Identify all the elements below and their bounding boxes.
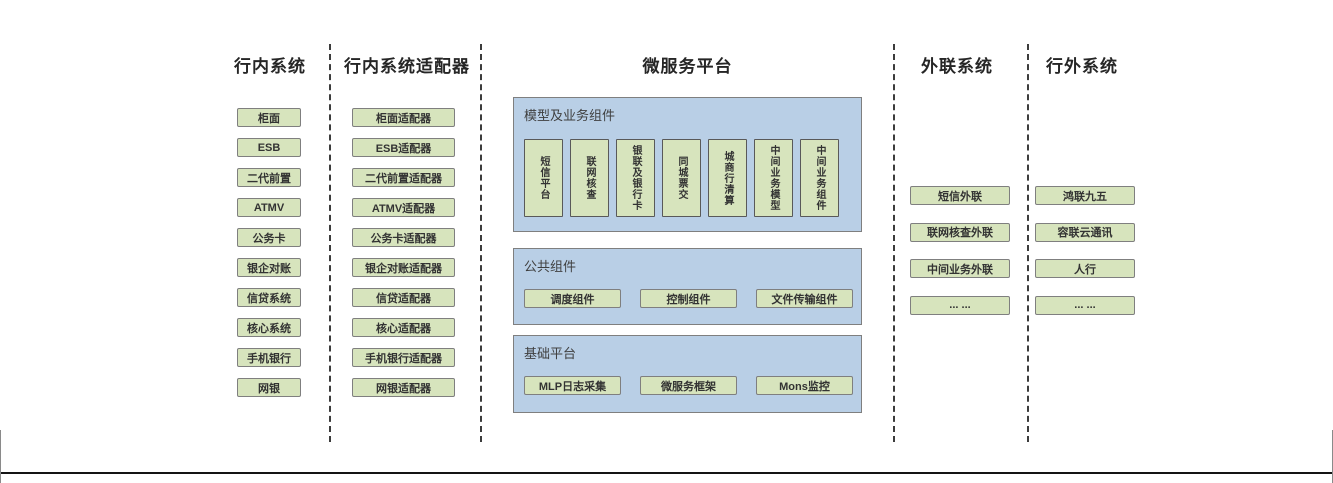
adapter-box: 核心适配器 xyxy=(352,318,455,337)
adapter-box: 网银适配器 xyxy=(352,378,455,397)
component-box: 城商行清算 xyxy=(708,139,747,217)
panel-common-components: 公共组件 调度组件控制组件文件传输组件 xyxy=(513,248,862,325)
component-box: 文件传输组件 xyxy=(756,289,853,308)
system-box: 银企对账 xyxy=(237,258,301,277)
system-box: 信贷系统 xyxy=(237,288,301,307)
system-box: 公务卡 xyxy=(237,228,301,247)
component-box: Mons监控 xyxy=(756,376,853,395)
adapter-box: 公务卡适配器 xyxy=(352,228,455,247)
system-box: ESB xyxy=(237,138,301,157)
external-system-list: 短信外联联网核查外联中间业务外联 ... ... xyxy=(910,186,1010,315)
system-box: 人行 xyxy=(1035,259,1135,278)
system-box: ATMV xyxy=(237,198,301,217)
column-title-inbank: 行内系统 xyxy=(234,57,306,76)
panel-title: 公共组件 xyxy=(524,259,577,274)
adapter-box: ATMV适配器 xyxy=(352,198,455,217)
system-box: 核心系统 xyxy=(237,318,301,337)
adapter-box: 信贷适配器 xyxy=(352,288,455,307)
column-title-adapters: 行内系统适配器 xyxy=(344,57,470,76)
component-box: 银联及银行卡 xyxy=(616,139,655,217)
common-component-row: 调度组件控制组件文件传输组件 xyxy=(524,289,853,308)
page-bottom-border xyxy=(0,472,1333,474)
component-box: 调度组件 xyxy=(524,289,621,308)
component-box: 短信平台 xyxy=(524,139,563,217)
column-title-microservice: 微服务平台 xyxy=(642,57,733,76)
column-separator xyxy=(480,44,482,442)
panel-title: 基础平台 xyxy=(524,346,577,361)
panel-model-components: 模型及业务组件 短信平台联网核查银联及银行卡同城票交城商行清算中间业务模型中间业… xyxy=(513,97,862,232)
system-box: 短信外联 xyxy=(910,186,1010,205)
component-box: 微服务框架 xyxy=(640,376,737,395)
system-box: 联网核查外联 xyxy=(910,222,1010,242)
system-box: 柜面 xyxy=(237,108,301,127)
component-box: 中间业务组件 xyxy=(800,139,839,217)
component-box: 同城票交 xyxy=(662,139,701,217)
column-separator xyxy=(1027,44,1029,442)
adapter-box: 二代前置适配器 xyxy=(352,168,455,187)
adapter-box: 银企对账适配器 xyxy=(352,258,455,277)
system-box: ... ... xyxy=(1035,295,1135,315)
panel-title: 模型及业务组件 xyxy=(524,108,616,123)
inbank-system-list: 柜面 ESB 二代前置 ATMV 公务卡银企对账信贷系统核心系统手机银行网银 xyxy=(237,108,301,397)
adapter-list: 柜面适配器 ESB适配器二代前置适配器 ATMV适配器公务卡适配器银企对账适配器信贷… xyxy=(352,108,455,397)
system-box: ... ... xyxy=(910,295,1010,315)
system-box: 容联云通讯 xyxy=(1035,222,1135,242)
component-box: 中间业务模型 xyxy=(754,139,793,217)
column-separator xyxy=(329,44,331,442)
system-box: 网银 xyxy=(237,378,301,397)
component-box: 控制组件 xyxy=(640,289,737,308)
column-title-outbank: 行外系统 xyxy=(1046,57,1118,76)
model-component-row: 短信平台联网核查银联及银行卡同城票交城商行清算中间业务模型中间业务组件 xyxy=(524,139,839,217)
panel-base-platform: 基础平台 MLP日志采集微服务框架 Mons监控 xyxy=(513,335,862,413)
system-box: 二代前置 xyxy=(237,168,301,187)
base-platform-row: MLP日志采集微服务框架 Mons监控 xyxy=(524,376,853,395)
system-box: 中间业务外联 xyxy=(910,259,1010,278)
adapter-box: ESB适配器 xyxy=(352,138,455,157)
adapter-box: 柜面适配器 xyxy=(352,108,455,127)
component-box: 联网核查 xyxy=(570,139,609,217)
column-title-external: 外联系统 xyxy=(921,57,993,76)
system-box: 手机银行 xyxy=(237,348,301,367)
component-box: MLP日志采集 xyxy=(524,376,621,395)
outbank-system-list: 鸿联九五容联云通讯人行 ... ... xyxy=(1035,186,1135,315)
column-separator xyxy=(893,44,895,442)
system-box: 鸿联九五 xyxy=(1035,186,1135,205)
adapter-box: 手机银行适配器 xyxy=(352,348,455,367)
page-left-border xyxy=(0,430,1,483)
